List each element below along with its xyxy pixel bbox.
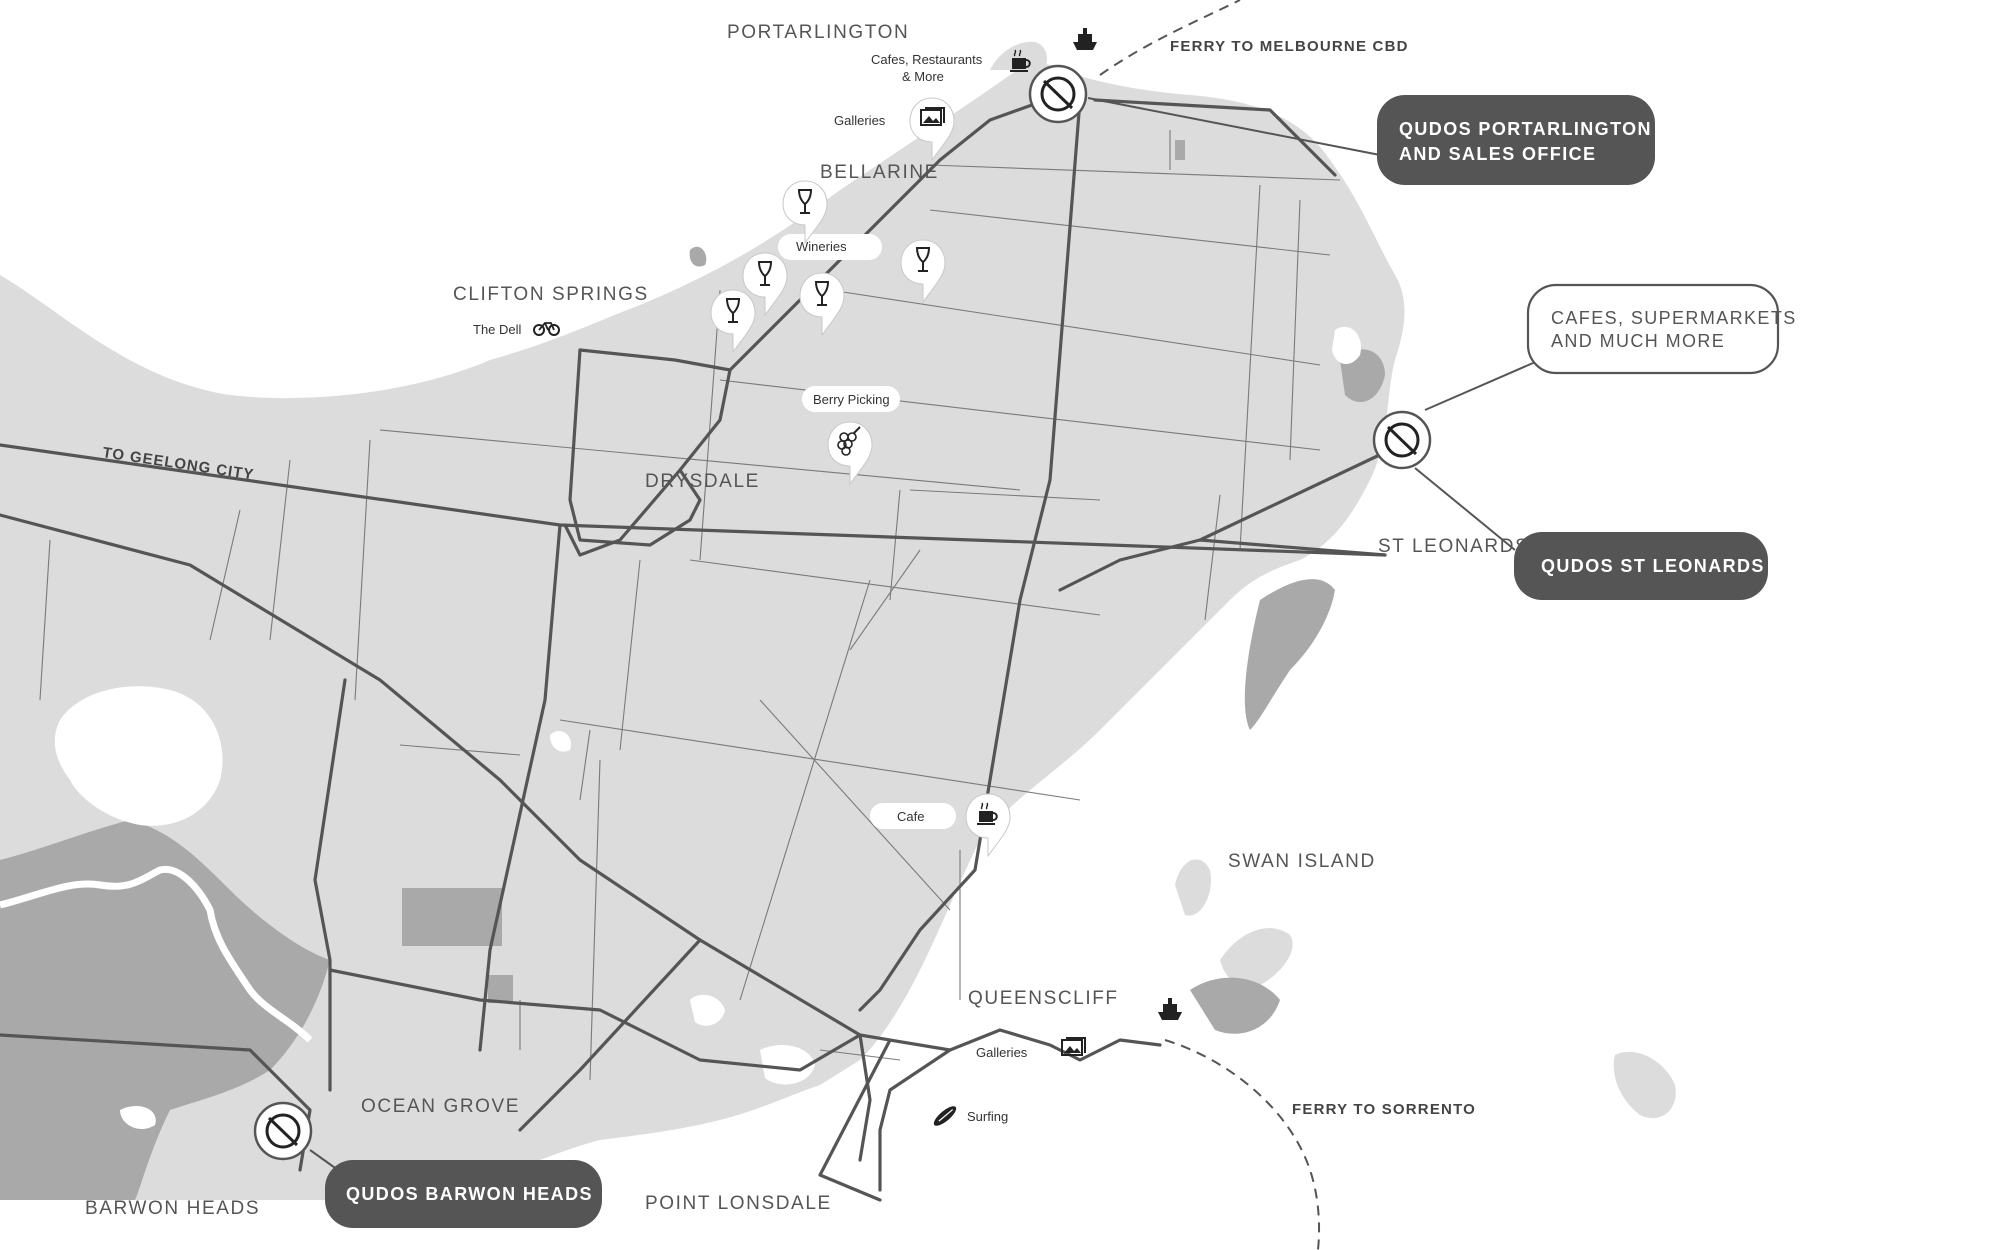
poi-the-dell[interactable]: The Dell [473, 322, 560, 337]
ship-icon [1158, 998, 1182, 1020]
ferry-routes [1099, 0, 1321, 1250]
cafe-label: Cafe [897, 809, 924, 824]
callout-qudos-barwon-heads[interactable]: QUDOS BARWON HEADS [325, 1160, 602, 1228]
inland-water [54, 326, 1361, 1130]
vegetation [0, 140, 1385, 1200]
callout-barwon-heads-text: QUDOS BARWON HEADS [346, 1184, 593, 1204]
poi-berry-picking[interactable]: Berry Picking [802, 386, 900, 485]
place-barwon-heads: BARWON HEADS [85, 1198, 260, 1219]
cafes-label-line1: Cafes, Restaurants [871, 52, 983, 67]
ferry-melbourne-label: FERRY TO MELBOURNE CBD [1170, 38, 1409, 55]
land-mass [0, 41, 1676, 1201]
wine-icon [710, 180, 946, 353]
callout-shops-line2: AND MUCH MORE [1551, 331, 1725, 351]
callout-shops-line1: CAFES, SUPERMARKETS [1551, 308, 1797, 328]
place-drysdale: DRYSDALE [645, 471, 760, 492]
minor-roads [39, 130, 1341, 1081]
gallery-icon [1061, 1037, 1086, 1056]
ship-icon [1073, 28, 1097, 50]
qudos-barwon-heads-marker[interactable] [253, 1101, 313, 1161]
poi-surfing[interactable]: Surfing [931, 1103, 1008, 1129]
qudos-portarlington-marker[interactable] [1028, 64, 1088, 124]
cafes-label-line2: & More [902, 69, 944, 84]
place-point-lonsdale: POINT LONSDALE [645, 1193, 832, 1214]
qudos-logo-icon [1028, 64, 1088, 124]
grapes-icon [837, 426, 861, 456]
bicycle-icon [533, 322, 560, 336]
the-dell-label: The Dell [473, 322, 522, 337]
place-portarlington: PORTARLINGTON [727, 22, 909, 43]
poi-cafes-north[interactable]: Cafes, Restaurants & More [862, 49, 1031, 90]
poi-galleries-north[interactable]: Galleries [818, 97, 955, 161]
poi-wineries[interactable]: Wineries [710, 180, 946, 353]
major-roads [0, 93, 1392, 1202]
qudos-st-leonards-marker[interactable] [1372, 410, 1432, 470]
coffee-icon [1010, 49, 1031, 72]
coffee-icon [977, 802, 998, 825]
galleries-south-label: Galleries [976, 1045, 1028, 1060]
berry-picking-label: Berry Picking [813, 392, 890, 407]
barwon-river [0, 865, 313, 1043]
leader-lines [309, 97, 1541, 1176]
galleries-north-label: Galleries [834, 113, 886, 128]
wineries-label: Wineries [796, 239, 847, 254]
surfing-label: Surfing [967, 1109, 1008, 1124]
qudos-logo-icon [253, 1101, 313, 1161]
poi-cafe[interactable]: Cafe [870, 793, 1011, 857]
ferry-sorrento-label: FERRY TO SORRENTO [1292, 1101, 1476, 1118]
place-swan-island: SWAN ISLAND [1228, 851, 1376, 872]
surf-icon [933, 1106, 957, 1126]
callout-st-leonards-text: QUDOS ST LEONARDS [1541, 556, 1765, 576]
callout-qudos-st-leonards[interactable]: QUDOS ST LEONARDS [1514, 532, 1768, 600]
callout-qudos-portarlington[interactable]: QUDOS PORTARLINGTON AND SALES OFFICE [1377, 95, 1655, 185]
qudos-logo-icon [1372, 410, 1432, 470]
place-clifton-springs: CLIFTON SPRINGS [453, 284, 649, 305]
poi-galleries-south[interactable]: Galleries [976, 1037, 1086, 1060]
place-ocean-grove: OCEAN GROVE [361, 1096, 520, 1117]
callout-cafes-supermarkets[interactable]: CAFES, SUPERMARKETS AND MUCH MORE [1526, 283, 1797, 375]
place-st-leonards: ST LEONARDS [1378, 536, 1529, 557]
place-bellarine: BELLARINE [820, 162, 939, 183]
callout-portarlington-line2: AND SALES OFFICE [1399, 144, 1596, 164]
place-queenscliff: QUEENSCLIFF [968, 988, 1119, 1009]
place-labels: PORTARLINGTON BELLARINE CLIFTON SPRINGS … [85, 22, 1529, 1219]
gallery-icon [920, 107, 945, 126]
callout-portarlington-line1: QUDOS PORTARLINGTON [1399, 119, 1652, 139]
